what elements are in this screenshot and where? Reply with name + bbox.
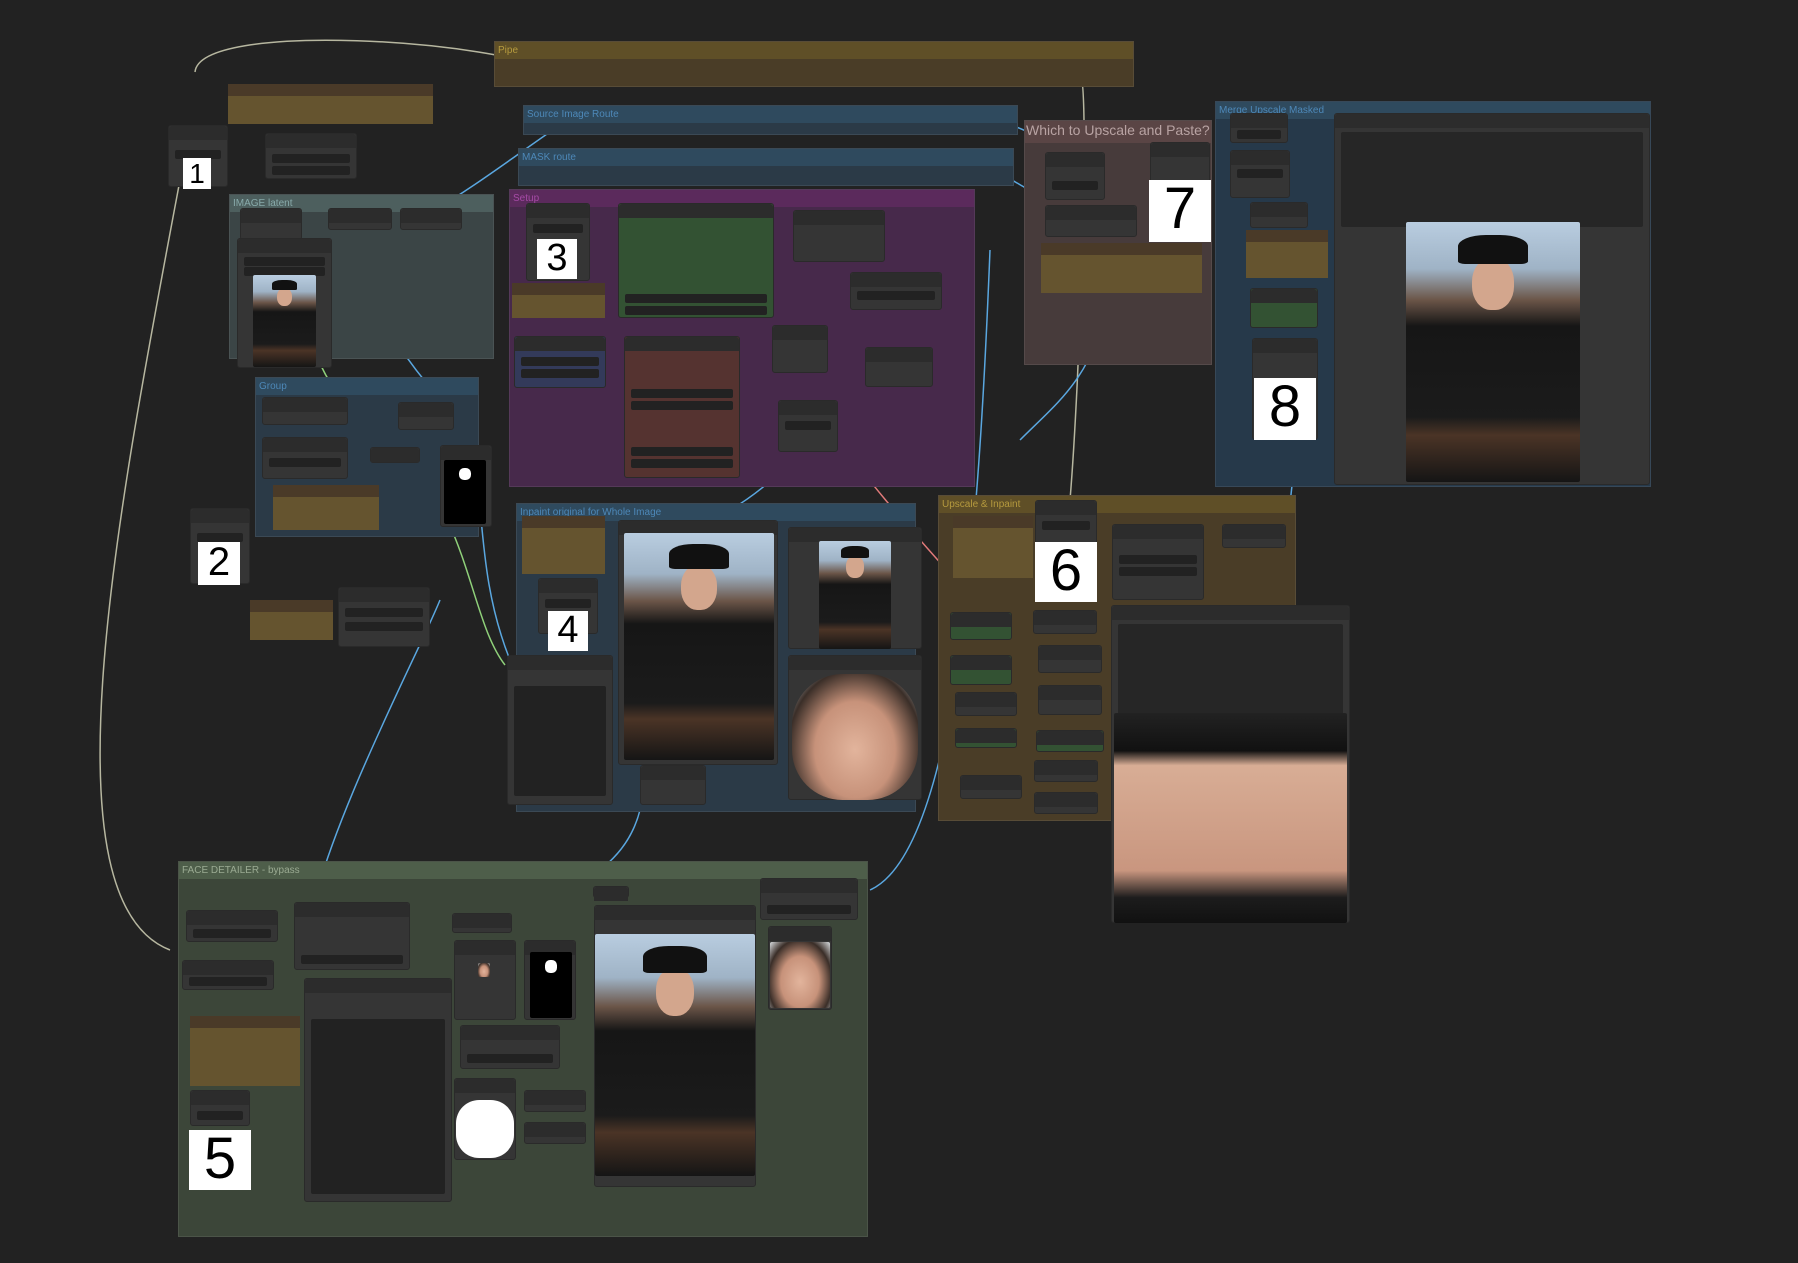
tiny-face-preview [478, 963, 490, 977]
group-title: Group [256, 378, 478, 395]
node[interactable] [1045, 152, 1105, 200]
node[interactable] [328, 208, 392, 230]
group-title [1025, 121, 1211, 143]
upscaled-face-preview [1114, 713, 1347, 923]
marker-2: 2 [198, 542, 240, 585]
group-title-which: Which to Upscale and Paste? [1026, 122, 1210, 138]
note-node[interactable] [522, 516, 605, 574]
marker-1: 1 [183, 158, 211, 189]
node[interactable] [1036, 730, 1104, 752]
inpaint-image-preview [624, 533, 774, 760]
node[interactable] [182, 960, 274, 990]
marker-5: 5 [189, 1130, 251, 1190]
group-pipe[interactable]: Pipe [494, 41, 1134, 87]
cnet-mask-preview [456, 1100, 514, 1158]
node[interactable] [294, 902, 410, 970]
node[interactable] [950, 612, 1012, 640]
note-node[interactable] [512, 283, 605, 318]
marker-4: 4 [548, 611, 588, 651]
group-title: MASK route [519, 149, 1013, 166]
node[interactable] [950, 655, 1012, 685]
note-node[interactable] [273, 485, 379, 530]
note-node[interactable] [250, 600, 333, 640]
note-node[interactable] [1246, 230, 1328, 278]
node[interactable] [778, 400, 838, 452]
node[interactable] [398, 402, 454, 430]
input-image-preview [253, 275, 316, 367]
node[interactable] [1112, 524, 1204, 600]
detailer-face-preview [770, 942, 830, 1008]
node[interactable] [452, 913, 512, 933]
note-node[interactable] [953, 516, 1033, 578]
group-title: Source Image Route [524, 106, 1017, 123]
face-detailer-node[interactable] [304, 978, 452, 1202]
node[interactable] [240, 208, 302, 240]
node[interactable] [1045, 205, 1137, 237]
node[interactable] [1038, 645, 1102, 673]
output-image-preview [1406, 222, 1580, 482]
node[interactable] [524, 1122, 586, 1144]
marker-6: 6 [1035, 542, 1097, 602]
node[interactable] [1250, 288, 1318, 328]
marker-8: 8 [1254, 378, 1316, 440]
node[interactable] [1034, 760, 1098, 782]
face-crop-preview [792, 674, 918, 800]
node[interactable] [265, 133, 357, 179]
node[interactable] [955, 692, 1017, 716]
node[interactable] [1230, 113, 1288, 143]
detailer-mask-preview [530, 952, 572, 1018]
node[interactable] [507, 655, 613, 805]
node[interactable] [338, 587, 430, 647]
node[interactable] [1222, 524, 1286, 548]
node[interactable] [186, 910, 278, 942]
node[interactable] [1033, 610, 1097, 634]
group-title: Inpaint original for Whole Image [517, 504, 915, 521]
node[interactable] [1034, 792, 1098, 814]
marker-7: 7 [1149, 180, 1211, 242]
node[interactable] [772, 325, 828, 373]
note-node[interactable] [190, 1016, 300, 1086]
node[interactable] [262, 397, 348, 425]
node[interactable] [1250, 202, 1308, 228]
node[interactable] [760, 878, 858, 920]
node[interactable] [793, 210, 885, 262]
small-image-preview [819, 541, 891, 649]
checkpoint-node[interactable] [618, 203, 774, 318]
sampler-node[interactable] [624, 336, 740, 478]
node[interactable] [640, 765, 706, 805]
wire-pipe [99, 179, 181, 951]
node[interactable] [524, 1090, 586, 1112]
node[interactable] [850, 272, 942, 310]
group-mask-route[interactable]: MASK route [518, 148, 1014, 186]
node[interactable] [960, 775, 1022, 799]
detailer-result-preview [595, 934, 755, 1176]
group-title: Upscale & Inpaint [939, 496, 1295, 513]
note-node[interactable] [228, 84, 433, 124]
group-title: Setup [510, 190, 974, 207]
marker-3: 3 [537, 239, 577, 279]
group-title: FACE DETAILER - bypass [179, 862, 867, 879]
node[interactable] [400, 208, 462, 230]
node[interactable] [1230, 150, 1290, 198]
node[interactable] [190, 1090, 250, 1126]
note-node[interactable] [1041, 243, 1202, 293]
node[interactable] [593, 886, 629, 901]
group-title: IMAGE latent [230, 195, 493, 212]
node[interactable] [460, 1025, 560, 1069]
node[interactable] [865, 347, 933, 387]
node[interactable] [1038, 685, 1102, 715]
mask-preview [444, 460, 486, 524]
node[interactable] [514, 336, 606, 388]
crop-preview-node[interactable] [454, 940, 516, 1020]
group-title: Pipe [495, 42, 1133, 59]
node[interactable] [955, 728, 1017, 748]
group-source-image-route[interactable]: Source Image Route [523, 105, 1018, 135]
node[interactable] [262, 437, 348, 479]
node[interactable] [370, 447, 420, 463]
